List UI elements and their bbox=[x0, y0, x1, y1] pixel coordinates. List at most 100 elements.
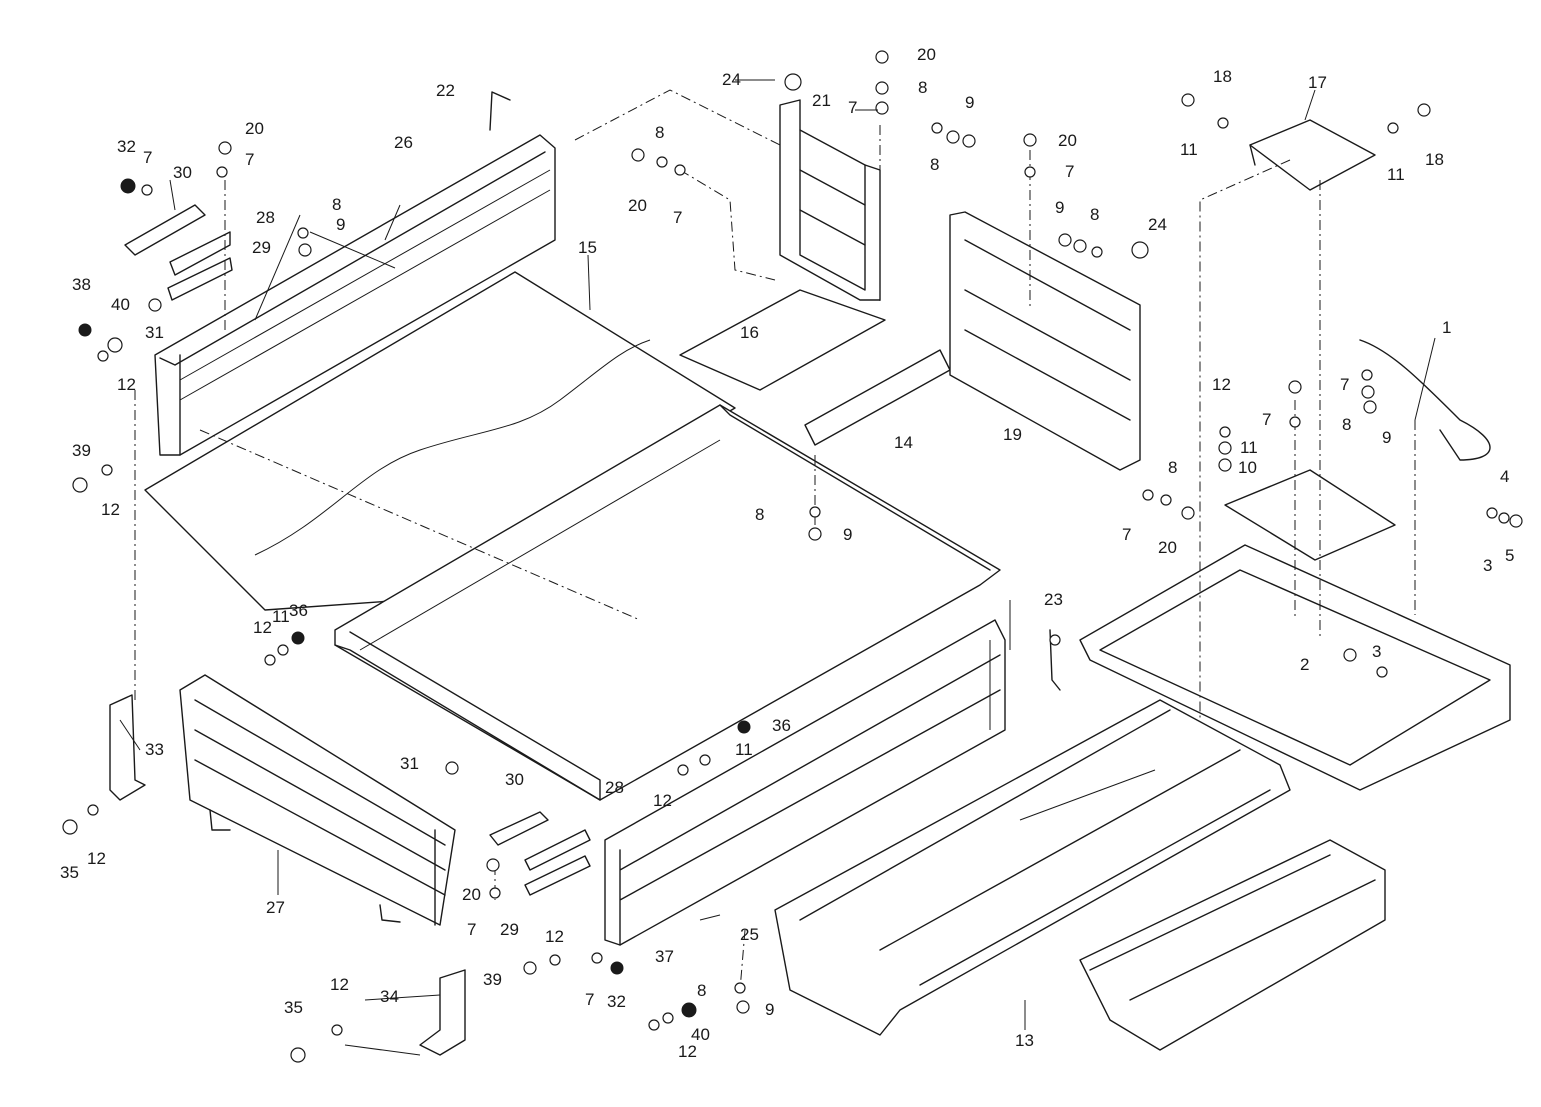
callout-7j: 7 bbox=[585, 990, 594, 1009]
callout-39b: 39 bbox=[483, 970, 502, 989]
callout-9c: 9 bbox=[1055, 198, 1064, 217]
callout-13: 13 bbox=[1015, 1031, 1034, 1050]
right-side-panel bbox=[604, 619, 1006, 946]
callout-36: 36 bbox=[289, 601, 308, 620]
callout-labels: 1 2 3 3 4 5 7 7 7 7 7 7 7 7 7 7 8 8 8 8 … bbox=[60, 45, 1514, 1061]
callout-31: 31 bbox=[145, 323, 164, 342]
callout-15: 15 bbox=[578, 238, 597, 257]
rear-side-panel bbox=[154, 134, 556, 456]
seat-bracket bbox=[1249, 119, 1376, 191]
callout-35: 35 bbox=[60, 863, 79, 882]
callout-12h: 12 bbox=[330, 975, 349, 994]
center-rail bbox=[334, 404, 1001, 801]
callout-20f: 20 bbox=[462, 885, 481, 904]
callout-9: 9 bbox=[336, 215, 345, 234]
callout-30b: 30 bbox=[505, 770, 524, 789]
callout-36b: 36 bbox=[772, 716, 791, 735]
callout-9e: 9 bbox=[843, 525, 852, 544]
front-side-panel bbox=[179, 674, 456, 926]
callout-32: 32 bbox=[117, 137, 136, 156]
latches bbox=[109, 204, 591, 1056]
callout-23: 23 bbox=[1044, 590, 1063, 609]
callout-3b: 3 bbox=[1483, 556, 1492, 575]
callout-12f: 12 bbox=[87, 849, 106, 868]
upper-rear-frame bbox=[1079, 544, 1511, 791]
callout-37: 37 bbox=[655, 947, 674, 966]
callout-8b: 8 bbox=[918, 78, 927, 97]
callout-8: 8 bbox=[655, 123, 664, 142]
callout-4: 4 bbox=[1500, 467, 1509, 486]
callout-29: 29 bbox=[252, 238, 271, 257]
callout-22: 22 bbox=[436, 81, 455, 100]
callout-10: 10 bbox=[1238, 458, 1257, 477]
callout-25: 25 bbox=[740, 925, 759, 944]
callout-11c: 11 bbox=[1240, 438, 1258, 457]
callout-28: 28 bbox=[256, 208, 275, 227]
callout-40b: 40 bbox=[691, 1025, 710, 1044]
hand-rail bbox=[1224, 339, 1491, 561]
callout-9f: 9 bbox=[765, 1000, 774, 1019]
callout-30: 30 bbox=[173, 163, 192, 182]
callout-39: 39 bbox=[72, 441, 91, 460]
pins bbox=[489, 91, 1061, 691]
callout-34: 34 bbox=[380, 987, 399, 1006]
callout-11: 11 bbox=[1180, 140, 1198, 159]
callout-20: 20 bbox=[245, 119, 264, 138]
callout-7i: 7 bbox=[467, 920, 476, 939]
callout-8d: 8 bbox=[1090, 205, 1099, 224]
callout-18b: 18 bbox=[1425, 150, 1444, 169]
callout-8i: 8 bbox=[697, 981, 706, 1000]
callout-28b: 28 bbox=[605, 778, 624, 797]
callout-12: 12 bbox=[117, 375, 136, 394]
leader-lines bbox=[119, 79, 1436, 1056]
callout-24b: 24 bbox=[1148, 215, 1167, 234]
callout-19: 19 bbox=[1003, 425, 1022, 444]
callout-35b: 35 bbox=[284, 998, 303, 1017]
callout-33: 33 bbox=[145, 740, 164, 759]
callout-24: 24 bbox=[722, 70, 741, 89]
callout-12i: 12 bbox=[678, 1042, 697, 1061]
callout-7: 7 bbox=[143, 148, 152, 167]
callout-7d: 7 bbox=[848, 98, 857, 117]
chassis-frame bbox=[774, 699, 1386, 1051]
callout-9d: 9 bbox=[1382, 428, 1391, 447]
callout-5: 5 bbox=[1505, 546, 1514, 565]
callout-14: 14 bbox=[894, 433, 913, 452]
callout-11e: 11 bbox=[735, 740, 753, 759]
callout-8e: 8 bbox=[332, 195, 341, 214]
callout-12b: 12 bbox=[101, 500, 120, 519]
callout-40: 40 bbox=[111, 295, 130, 314]
callout-9b: 9 bbox=[965, 93, 974, 112]
callout-27: 27 bbox=[266, 898, 285, 917]
callout-7e: 7 bbox=[1065, 162, 1074, 181]
callout-12e: 12 bbox=[653, 791, 672, 810]
callout-18: 18 bbox=[1213, 67, 1232, 86]
callout-7f: 7 bbox=[1340, 375, 1349, 394]
callout-20c: 20 bbox=[628, 196, 647, 215]
callout-7c: 7 bbox=[673, 208, 682, 227]
callout-1: 1 bbox=[1442, 318, 1451, 337]
headboard-frames bbox=[779, 99, 1141, 471]
callout-26: 26 bbox=[394, 133, 413, 152]
callout-8c: 8 bbox=[930, 155, 939, 174]
callout-8f: 8 bbox=[1342, 415, 1351, 434]
callout-38: 38 bbox=[72, 275, 91, 294]
callout-8g: 8 bbox=[1168, 458, 1177, 477]
callout-17: 17 bbox=[1308, 73, 1327, 92]
callout-21: 21 bbox=[812, 91, 831, 110]
callout-7h: 7 bbox=[1122, 525, 1131, 544]
hardware bbox=[62, 50, 1523, 1063]
callout-20e: 20 bbox=[1158, 538, 1177, 557]
callout-11d: 11 bbox=[272, 607, 290, 626]
callout-20b: 20 bbox=[917, 45, 936, 64]
callout-12c: 12 bbox=[1212, 375, 1231, 394]
callout-16: 16 bbox=[740, 323, 759, 342]
callout-8h: 8 bbox=[755, 505, 764, 524]
callout-31b: 31 bbox=[400, 754, 419, 773]
callout-11b: 11 bbox=[1387, 165, 1405, 184]
callout-7b: 7 bbox=[245, 150, 254, 169]
callout-32b: 32 bbox=[607, 992, 626, 1011]
callout-12d: 12 bbox=[253, 618, 272, 637]
